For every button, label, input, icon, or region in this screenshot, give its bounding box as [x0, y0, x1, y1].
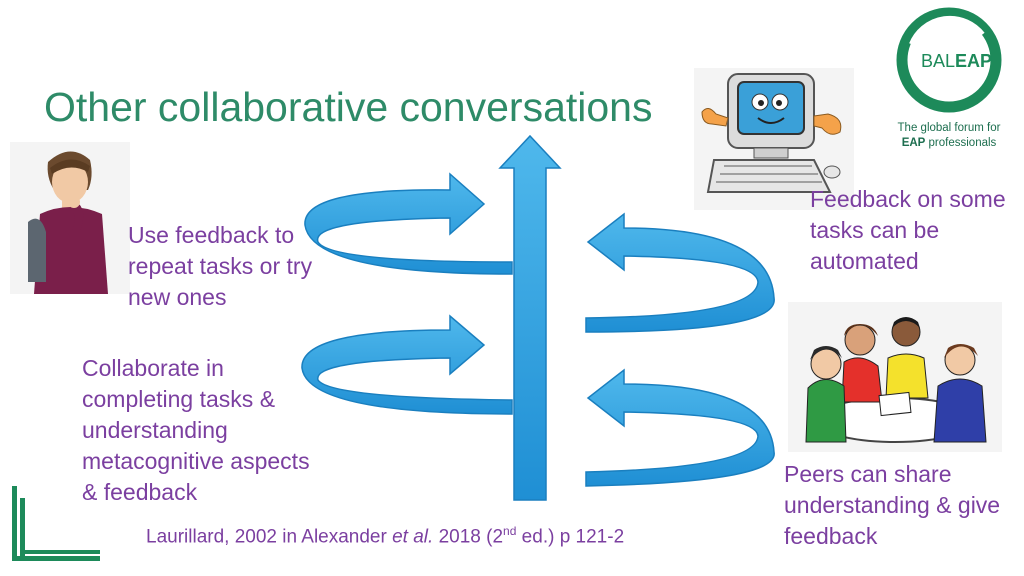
note-repeat-tasks: Use feedback to repeat tasks or try new …: [128, 222, 313, 310]
note-automated-feedback: Feedback on some tasks can be automated: [810, 186, 1006, 274]
citation-et-al: et al.: [392, 526, 434, 548]
citation-year: 2018 (2: [433, 526, 504, 548]
citation-author: Laurillard, 2002 in Alexander: [146, 526, 393, 548]
citation-sup: nd: [503, 524, 517, 538]
smiling-computer-image: [694, 68, 854, 210]
slide-title: Other collaborative conversations: [44, 84, 653, 130]
citation-rest: ed.) p 121-2: [516, 526, 625, 548]
baleap-logo: BALEAP: [896, 7, 1002, 113]
group-discussion-image: [788, 302, 1002, 452]
left-lower-arrow: [301, 314, 513, 415]
citation: Laurillard, 2002 in Alexander et al. 201…: [146, 524, 624, 548]
logo-name-bold: EAP: [955, 51, 992, 71]
right-lower-arrow: [585, 368, 775, 487]
conversation-cycle-diagram: [301, 134, 775, 501]
logo-name-light: BAL: [921, 51, 955, 71]
corner-mark: [12, 486, 100, 561]
note-peers: Peers can share understanding & give fee…: [784, 461, 1001, 549]
thinking-person-image: [10, 142, 130, 294]
logo-tagline-line1: The global forum for: [897, 122, 1001, 134]
logo-tagline-line2: professionals: [925, 137, 997, 149]
left-upper-arrow: [304, 172, 513, 275]
logo-tagline-bold: EAP: [901, 137, 926, 149]
right-upper-arrow: [585, 212, 775, 333]
logo-tagline: The global forum for EAP professionals: [884, 121, 1014, 151]
svg-text:BALEAP: BALEAP: [921, 51, 992, 71]
central-up-arrow: [498, 134, 562, 501]
note-collaborate: Collaborate in completing tasks & unders…: [82, 355, 310, 505]
